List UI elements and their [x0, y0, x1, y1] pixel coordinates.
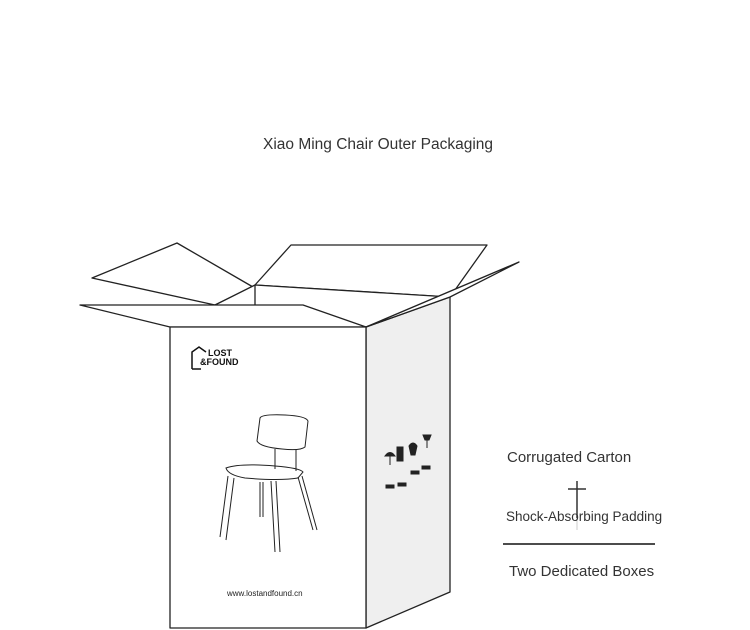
- back-left-flap: [91, 242, 254, 306]
- chair-drawing: [219, 414, 318, 553]
- legend-lines: [503, 481, 655, 545]
- umbrella-icon: [384, 452, 396, 465]
- handle-with-care-icon: [408, 442, 418, 456]
- logo-house-icon: [191, 346, 207, 370]
- fragile-icon: [422, 434, 432, 448]
- label-corrugated-carton: Corrugated Carton: [507, 449, 632, 466]
- brand-logo: LOST &FOUND: [200, 348, 239, 367]
- label-two-dedicated-boxes: Two Dedicated Boxes: [509, 563, 655, 580]
- right-flap: [365, 261, 520, 328]
- brand-line2: &FOUND: [200, 357, 239, 367]
- website-url: www.lostandfound.cn: [227, 589, 303, 598]
- side-face: [365, 296, 451, 629]
- this-way-up-icon: [396, 446, 404, 462]
- diagram-title: Xiao Ming Chair Outer Packaging: [263, 136, 494, 153]
- handling-icons: [384, 434, 432, 489]
- front-face: [169, 326, 367, 629]
- label-shock-absorbing-padding: Shock-Absorbing Padding: [506, 509, 663, 524]
- brand-line1: LOST: [208, 348, 232, 358]
